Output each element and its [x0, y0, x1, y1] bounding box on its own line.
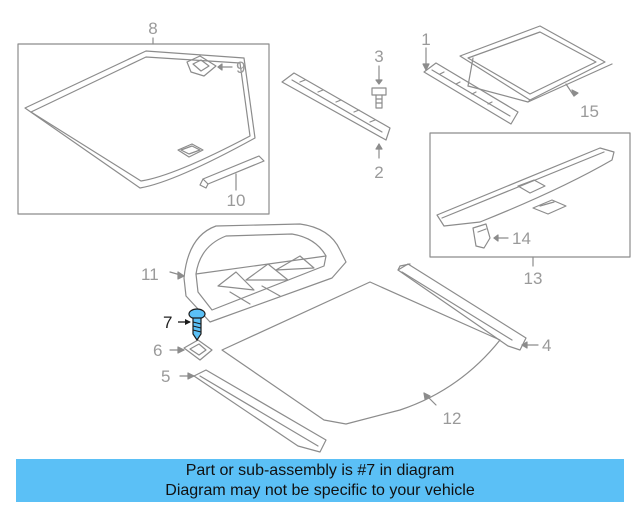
- banner-line-1: Part or sub-assembly is #7 in diagram: [185, 462, 455, 479]
- floor-board-part-8: [24, 50, 256, 189]
- callout-11: 11: [141, 265, 159, 284]
- callout-10: 10: [227, 191, 246, 210]
- tray-part-11: [169, 223, 347, 323]
- callout-13: 13: [524, 269, 543, 288]
- rail-part-2: [281, 72, 391, 159]
- bar-part-5: [179, 369, 327, 453]
- callout-9: 9: [236, 58, 245, 77]
- parts-diagram: 8 9 10 3 2 1 15 14 13 11 4 12 5 6 7: [17, 19, 631, 453]
- clip-part-6: [169, 339, 213, 361]
- bar-part-4: [397, 263, 539, 351]
- trim-panel-part-13: [436, 147, 615, 227]
- clip-part-9: [186, 55, 233, 77]
- callout-2: 2: [374, 163, 383, 182]
- strap-part-10: [199, 155, 265, 191]
- callout-6: 6: [153, 341, 162, 360]
- callout-15: 15: [580, 102, 599, 121]
- callout-1: 1: [421, 30, 430, 49]
- callout-7: 7: [163, 313, 172, 332]
- rail-part-1: [422, 47, 519, 125]
- info-banner: Part or sub-assembly is #7 in diagram Di…: [16, 459, 624, 502]
- callout-12: 12: [443, 409, 462, 428]
- callout-3: 3: [374, 47, 383, 66]
- banner-line-2: Diagram may not be specific to your vehi…: [165, 482, 475, 499]
- callout-8: 8: [148, 19, 157, 38]
- part-8-frame: [17, 43, 270, 215]
- bolt-part-3: [371, 65, 387, 109]
- mat-part-12: [221, 281, 501, 425]
- callout-4: 4: [542, 336, 551, 355]
- net-part-15: [459, 25, 613, 103]
- callout-14: 14: [512, 229, 531, 248]
- callout-5: 5: [161, 367, 170, 386]
- clip-part-14: [472, 223, 509, 249]
- part-13-frame: [429, 132, 631, 258]
- screw-part-7-highlighted[interactable]: [178, 308, 206, 342]
